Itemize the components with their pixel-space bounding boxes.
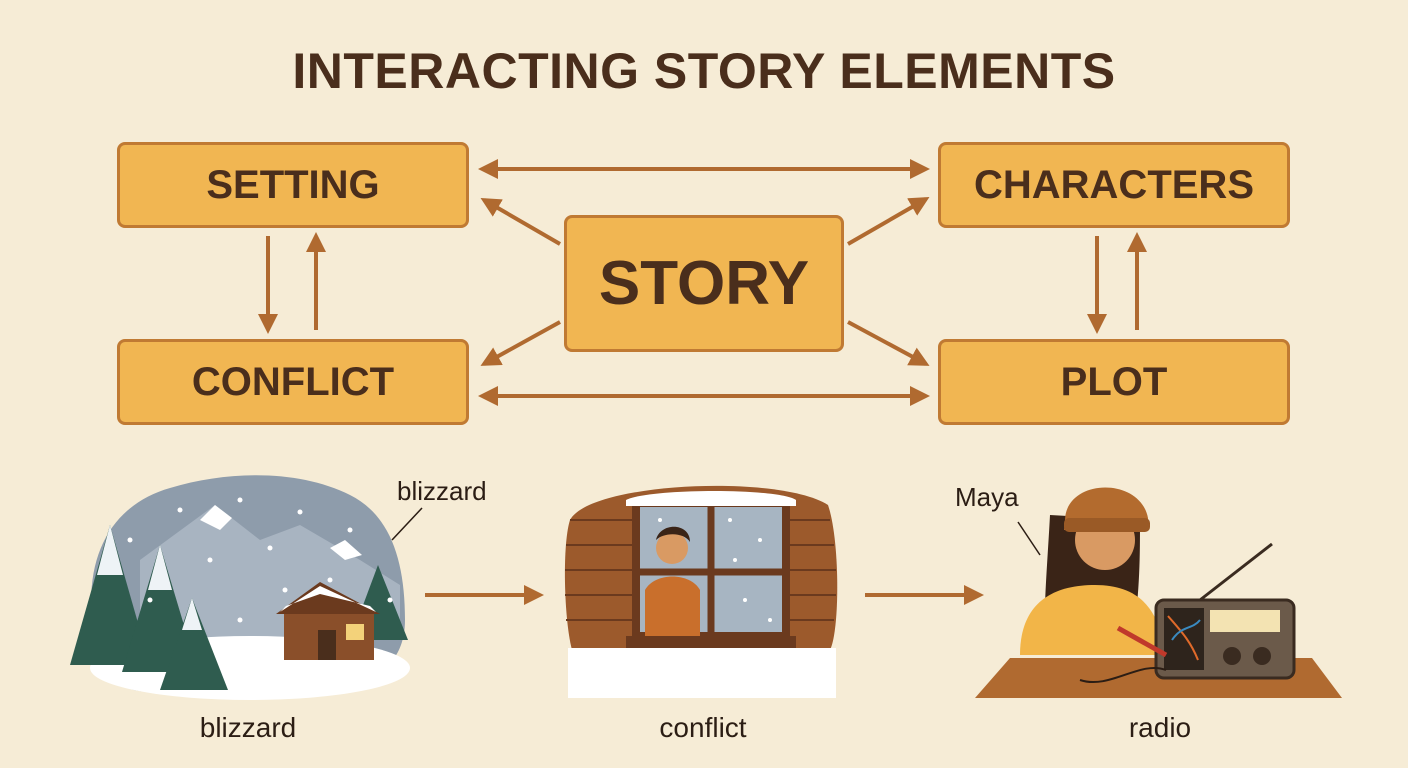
blizzard-callout: blizzard — [397, 476, 487, 506]
arrow-story-to-conflict — [480, 320, 561, 366]
node-characters: CHARACTERS — [938, 142, 1290, 228]
node-plot: PLOT — [938, 339, 1290, 425]
node-story: STORY — [564, 215, 844, 352]
arrow-story-to-plot — [847, 320, 930, 366]
arrow-story-to-setting — [480, 197, 562, 246]
caption-radio: radio — [1128, 712, 1192, 743]
maya-callout: Maya — [955, 482, 1019, 512]
caption-conflict: conflict — [659, 712, 747, 743]
diagram-title: INTERACTING STORY ELEMENTS — [292, 43, 1116, 99]
node-conflict: CONFLICT — [117, 339, 469, 425]
caption-blizzard: blizzard — [199, 712, 297, 743]
arrow-story-to-characters — [847, 197, 930, 246]
node-setting: SETTING — [117, 142, 469, 228]
